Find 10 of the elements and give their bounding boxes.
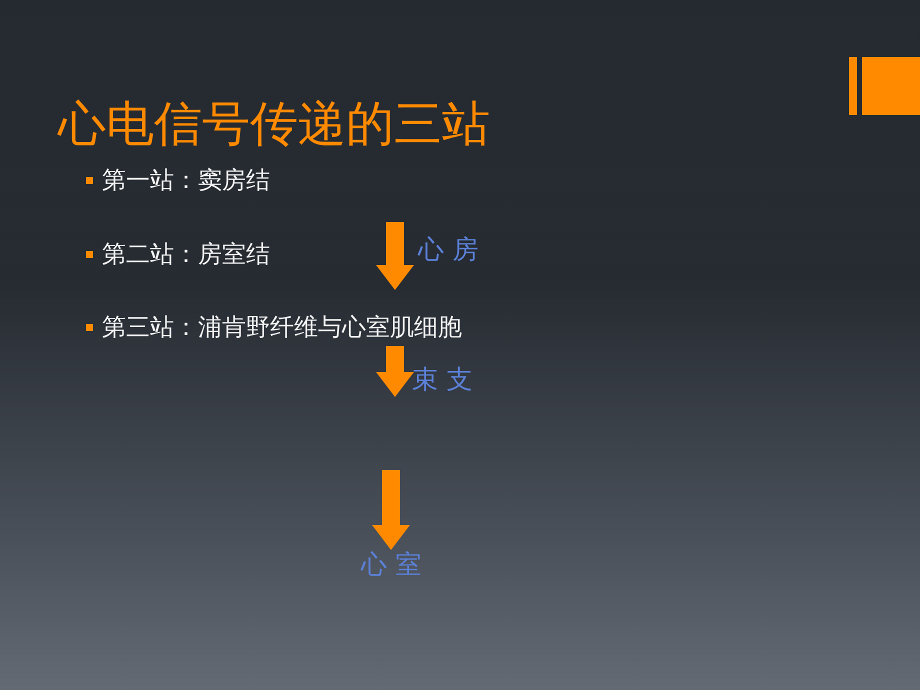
arrow [376,222,414,290]
node-label: 束 支 [412,365,472,396]
bullet-text: 第三站：浦肯野纤维与心室肌细胞 [102,313,462,342]
node-label: 心 房 [418,235,478,266]
node-label: 心 室 [361,550,422,582]
slide-title: 心电信号传递的三站 [58,96,490,154]
arrow [376,346,414,397]
bullet-text: 第一站：窦房结 [102,166,270,195]
arrow [372,470,410,550]
bullet-text: 第二站：房室结 [102,240,270,269]
